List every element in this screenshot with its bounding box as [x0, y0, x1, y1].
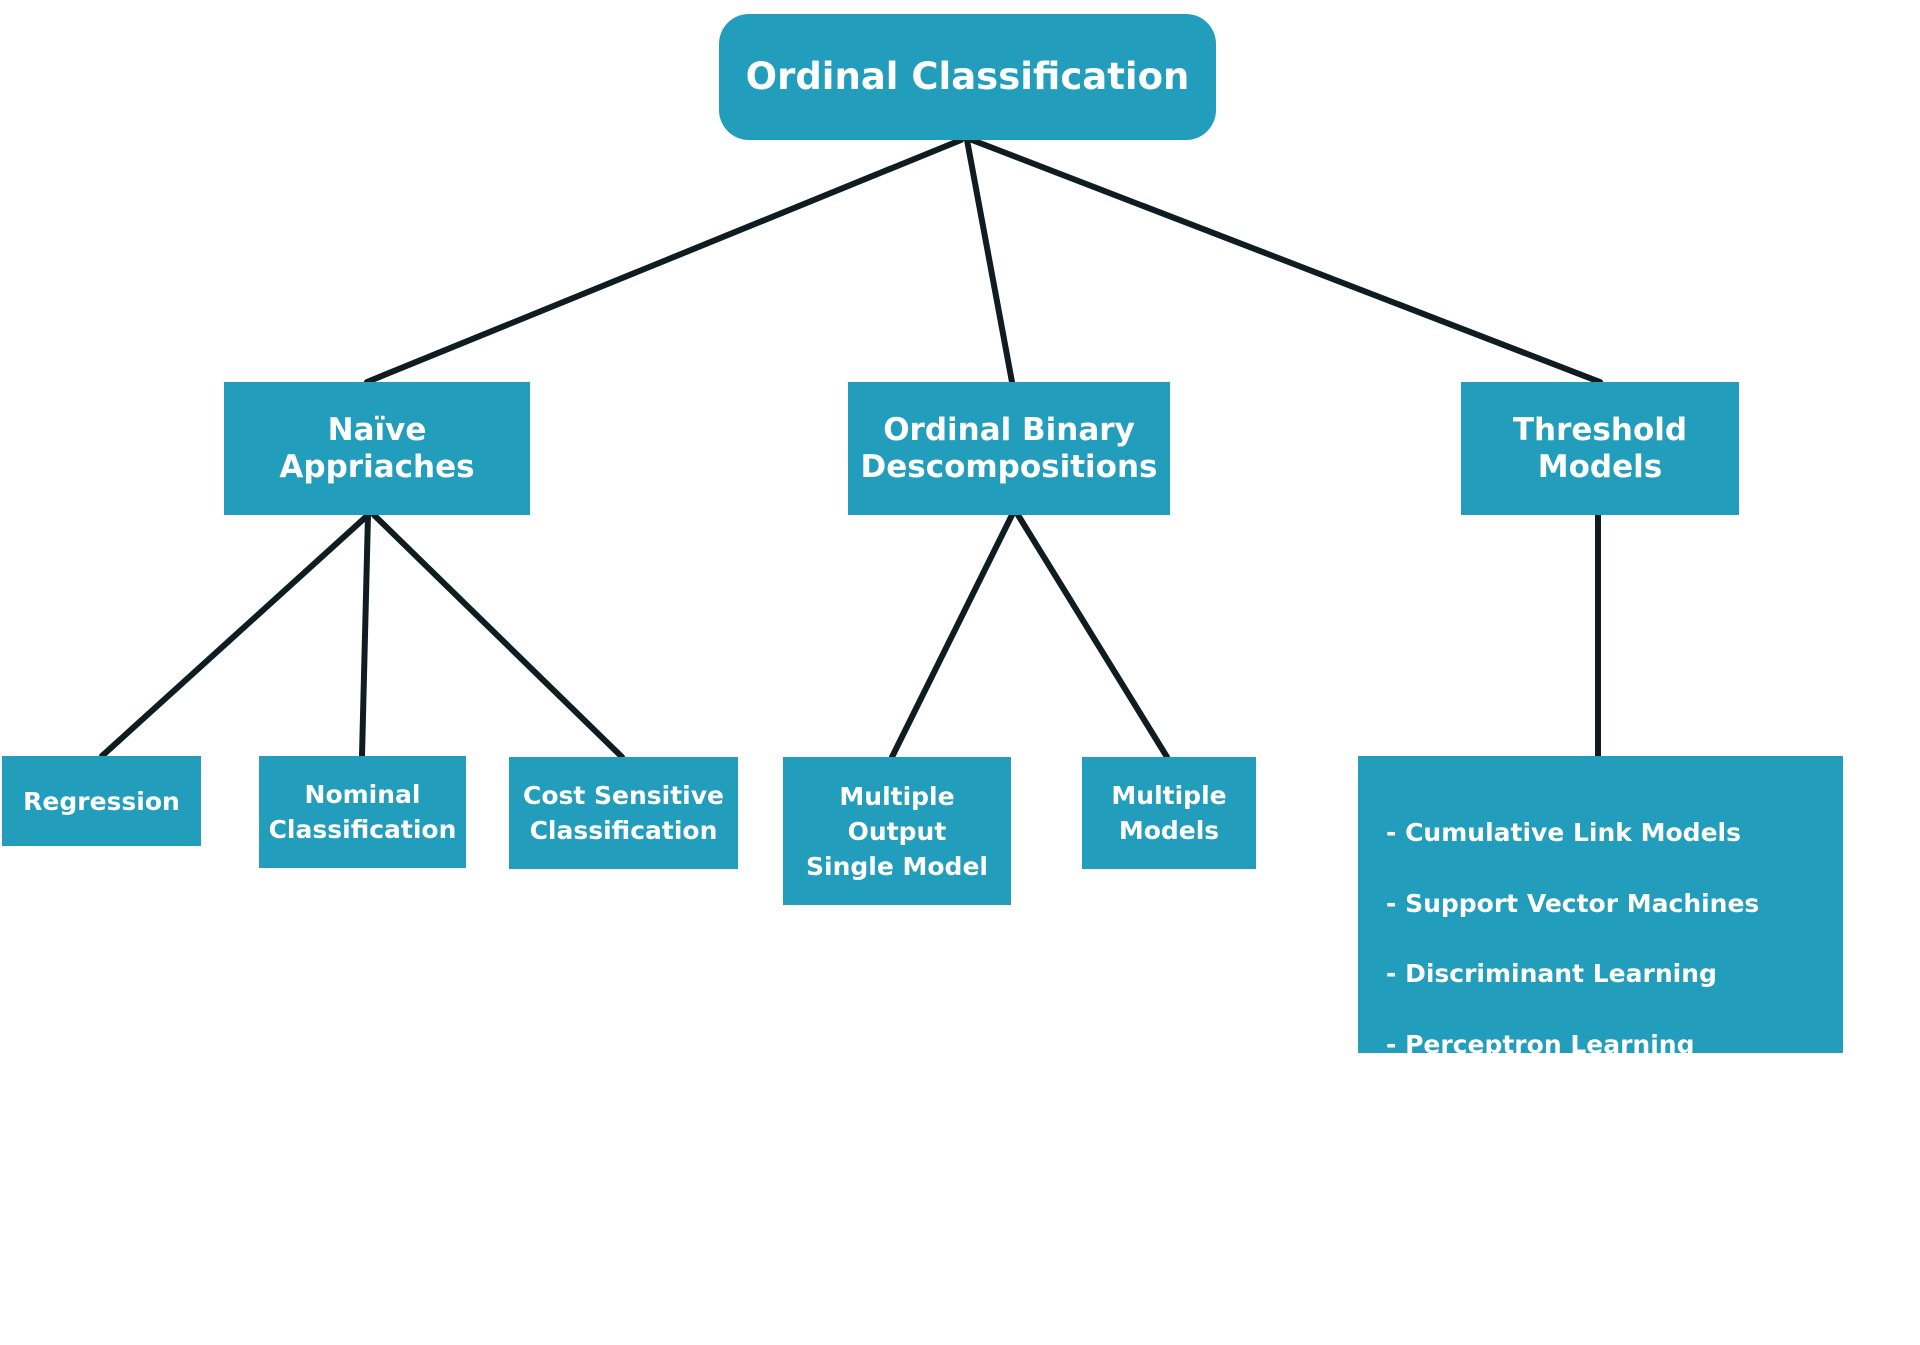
method-item: - Gaussian Processes — [1386, 1277, 1684, 1307]
leaf-node-multiple-models: Multiple Models — [1082, 757, 1256, 869]
edge-naive-regression — [99, 512, 371, 759]
edge-binary-mmodels — [1015, 512, 1170, 760]
connector-lines — [99, 137, 1603, 760]
leaf-node-cost-sensitive-classification: Cost Sensitive Classification — [509, 757, 738, 869]
leaf-node-multiple-output-single-model: Multiple Output Single Model — [783, 757, 1011, 905]
edge-naive-nominal — [359, 512, 371, 759]
threshold-methods-list: - Cumulative Link Models - Support Vecto… — [1386, 780, 1843, 1345]
edge-root-naive — [364, 137, 964, 385]
method-item: - Support Vector Machines — [1386, 888, 1760, 918]
method-item: - Augmented Binary Classification — [1386, 1100, 1668, 1165]
category-node-naive-approaches: Naïve Appriaches — [224, 382, 530, 515]
leaf-node-threshold-methods: - Cumulative Link Models - Support Vecto… — [1358, 756, 1843, 1306]
edge-root-binary — [964, 137, 1015, 385]
leaf-node-regression: Regression — [2, 756, 201, 846]
root-node-ordinal-classification: Ordinal Classification — [719, 14, 1216, 140]
category-node-ordinal-binary-decompositions: Ordinal Binary Descompositions — [848, 382, 1170, 515]
method-item: - Discriminant Learning — [1386, 959, 1717, 989]
edge-root-threshold — [969, 137, 1603, 385]
method-item: - Perceptron Learning — [1386, 1030, 1695, 1060]
taxonomy-diagram: Ordinal Classification Naïve Appriaches … — [2, 14, 1843, 1306]
edge-binary-moutput — [889, 512, 1015, 760]
method-item: - Ensembles — [1386, 1206, 1557, 1236]
method-item: - Cumulative Link Models — [1386, 818, 1741, 848]
leaf-node-nominal-classification: Nominal Classification — [259, 756, 466, 868]
edge-naive-cost — [371, 512, 625, 760]
category-node-threshold-models: Threshold Models — [1461, 382, 1739, 515]
